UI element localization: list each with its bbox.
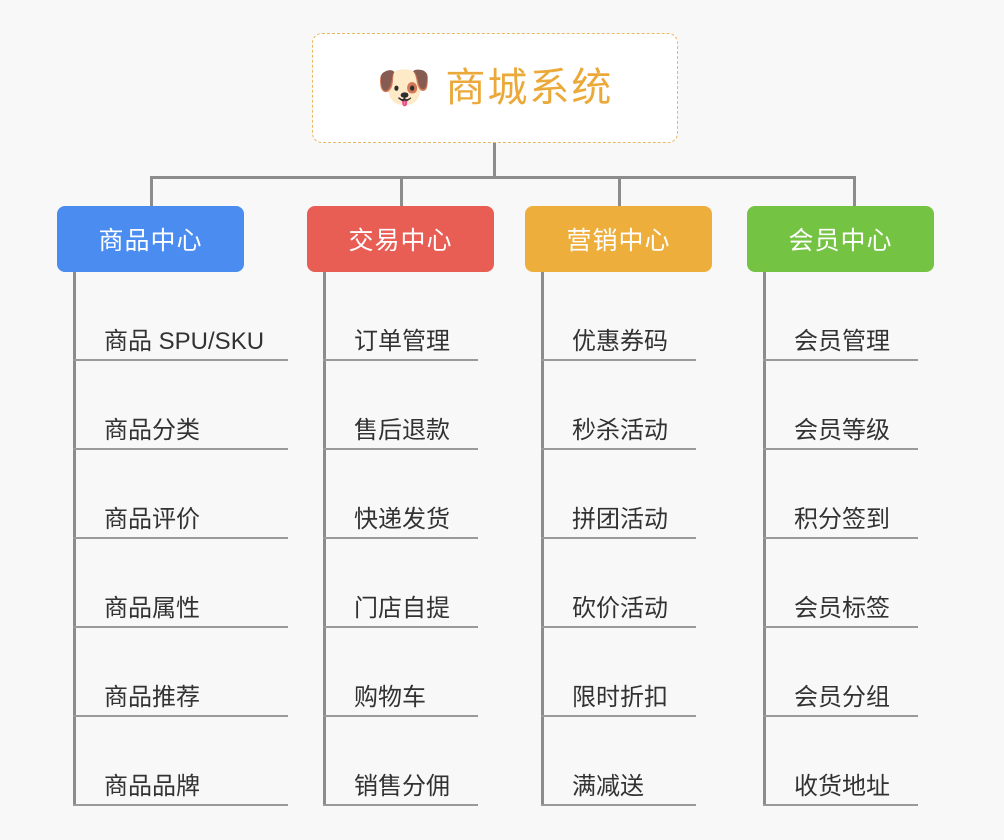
leaf-item[interactable]: 销售分佣 — [323, 717, 478, 806]
dog-face-icon: 🐶 — [376, 63, 432, 112]
leaf-label: 会员管理 — [794, 327, 890, 355]
leaf-item[interactable]: 售后退款 — [323, 361, 478, 450]
category-header-label: 商品中心 — [98, 227, 203, 255]
category-header-marketing[interactable]: 营销中心 — [525, 206, 712, 272]
leaf-label: 会员标签 — [794, 594, 890, 622]
leaf-label: 商品评价 — [104, 505, 200, 533]
leaf-label: 积分签到 — [794, 505, 890, 533]
leaf-label: 商品推荐 — [104, 683, 200, 711]
leaf-label: 门店自提 — [354, 594, 450, 622]
leaf-item[interactable]: 优惠券码 — [541, 272, 696, 361]
horizontal-bus-connector — [150, 176, 856, 179]
leaf-label: 收货地址 — [794, 772, 890, 800]
leaf-label: 砍价活动 — [572, 594, 668, 622]
category-trunk-connector — [323, 272, 326, 806]
leaf-item[interactable]: 商品品牌 — [73, 717, 288, 806]
leaf-label: 会员分组 — [794, 683, 890, 711]
leaf-item[interactable]: 拼团活动 — [541, 450, 696, 539]
leaf-item[interactable]: 商品 SPU/SKU — [73, 272, 288, 361]
leaf-label: 快递发货 — [354, 505, 450, 533]
leaf-item[interactable]: 商品属性 — [73, 539, 288, 628]
leaf-item[interactable]: 商品推荐 — [73, 628, 288, 717]
branch-drop-connector-3 — [618, 176, 621, 208]
category-leaf-list: 优惠券码 秒杀活动 拼团活动 砍价活动 限时折扣 满减送 — [541, 272, 696, 806]
leaf-label: 商品品牌 — [104, 772, 200, 800]
leaf-item[interactable]: 秒杀活动 — [541, 361, 696, 450]
leaf-item[interactable]: 会员管理 — [763, 272, 918, 361]
leaf-item[interactable]: 订单管理 — [323, 272, 478, 361]
branch-drop-connector-2 — [400, 176, 403, 208]
leaf-label: 优惠券码 — [572, 327, 668, 355]
leaf-item[interactable]: 门店自提 — [323, 539, 478, 628]
leaf-label: 售后退款 — [354, 416, 450, 444]
category-trunk-connector — [763, 272, 766, 806]
root-node[interactable]: 🐶 商城系统 — [312, 33, 678, 143]
leaf-label: 商品 SPU/SKU — [104, 327, 265, 355]
category-header-label: 营销中心 — [566, 227, 671, 255]
category-header-member[interactable]: 会员中心 — [747, 206, 934, 272]
category-header-trade[interactable]: 交易中心 — [307, 206, 494, 272]
category-header-label: 交易中心 — [348, 227, 453, 255]
category-header-label: 会员中心 — [788, 227, 893, 255]
leaf-label: 秒杀活动 — [572, 416, 668, 444]
leaf-item[interactable]: 购物车 — [323, 628, 478, 717]
category-trunk-connector — [73, 272, 76, 806]
leaf-item[interactable]: 会员标签 — [763, 539, 918, 628]
leaf-label: 销售分佣 — [354, 772, 450, 800]
leaf-label: 拼团活动 — [572, 505, 668, 533]
leaf-label: 商品分类 — [104, 416, 200, 444]
category-leaf-list: 会员管理 会员等级 积分签到 会员标签 会员分组 收货地址 — [763, 272, 918, 806]
leaf-item[interactable]: 会员分组 — [763, 628, 918, 717]
leaf-item[interactable]: 商品分类 — [73, 361, 288, 450]
leaf-label: 会员等级 — [794, 416, 890, 444]
category-leaf-list: 订单管理 售后退款 快递发货 门店自提 购物车 销售分佣 — [323, 272, 478, 806]
leaf-item[interactable]: 收货地址 — [763, 717, 918, 806]
root-stem-connector — [493, 143, 496, 177]
root-title: 商城系统 — [445, 66, 614, 110]
leaf-label: 满减送 — [572, 772, 644, 800]
leaf-item[interactable]: 快递发货 — [323, 450, 478, 539]
leaf-label: 商品属性 — [104, 594, 200, 622]
branch-drop-connector-1 — [150, 176, 153, 208]
branch-drop-connector-4 — [853, 176, 856, 208]
category-leaf-list: 商品 SPU/SKU 商品分类 商品评价 商品属性 商品推荐 商品品牌 — [73, 272, 288, 806]
leaf-label: 限时折扣 — [572, 683, 668, 711]
category-header-product[interactable]: 商品中心 — [57, 206, 244, 272]
leaf-item[interactable]: 会员等级 — [763, 361, 918, 450]
leaf-label: 购物车 — [354, 683, 426, 711]
leaf-item[interactable]: 积分签到 — [763, 450, 918, 539]
leaf-item[interactable]: 满减送 — [541, 717, 696, 806]
leaf-item[interactable]: 限时折扣 — [541, 628, 696, 717]
leaf-item[interactable]: 砍价活动 — [541, 539, 696, 628]
leaf-item[interactable]: 商品评价 — [73, 450, 288, 539]
leaf-label: 订单管理 — [354, 327, 450, 355]
category-trunk-connector — [541, 272, 544, 806]
